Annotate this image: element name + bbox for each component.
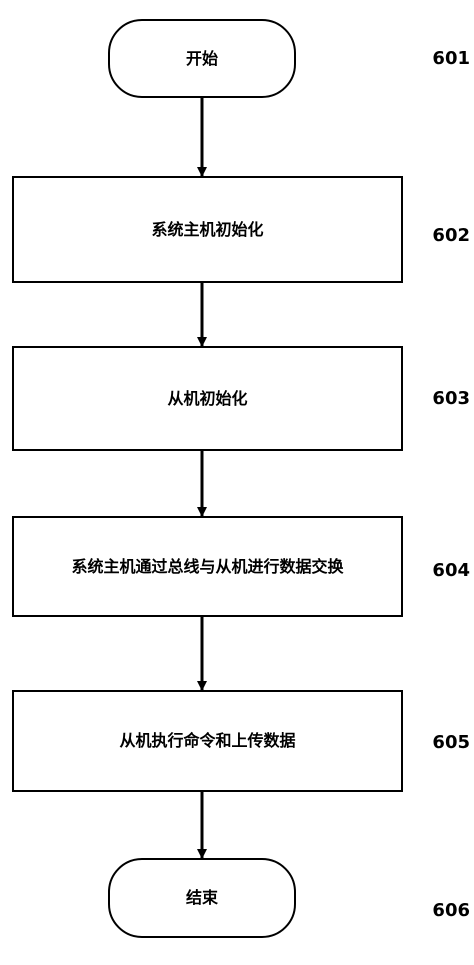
slave-execute-upload-label: 从机执行命令和上传数据	[119, 731, 296, 750]
step-number-604: 604	[432, 560, 470, 581]
end-label: 结束	[185, 888, 218, 907]
slave-init-box: 从机初始化	[12, 346, 403, 451]
start-label: 开始	[185, 48, 218, 68]
step-number-603: 603	[432, 388, 470, 409]
step-number-601: 601	[432, 48, 470, 69]
step-number-602: 602	[432, 225, 470, 246]
step-number-605: 605	[432, 732, 470, 753]
slave-init-label: 从机初始化	[167, 388, 248, 408]
start-terminal: 开始	[108, 19, 296, 98]
bus-data-exchange-box: 系统主机通过总线与从机进行数据交换	[12, 516, 403, 617]
bus-data-exchange-label: 系统主机通过总线与从机进行数据交换	[71, 556, 344, 576]
system-host-init-label: 系统主机初始化	[151, 219, 264, 239]
system-host-init-box: 系统主机初始化	[12, 176, 403, 283]
slave-execute-upload-box: 从机执行命令和上传数据	[12, 690, 403, 792]
end-terminal: 结束	[108, 858, 296, 938]
step-number-606: 606	[432, 900, 470, 921]
